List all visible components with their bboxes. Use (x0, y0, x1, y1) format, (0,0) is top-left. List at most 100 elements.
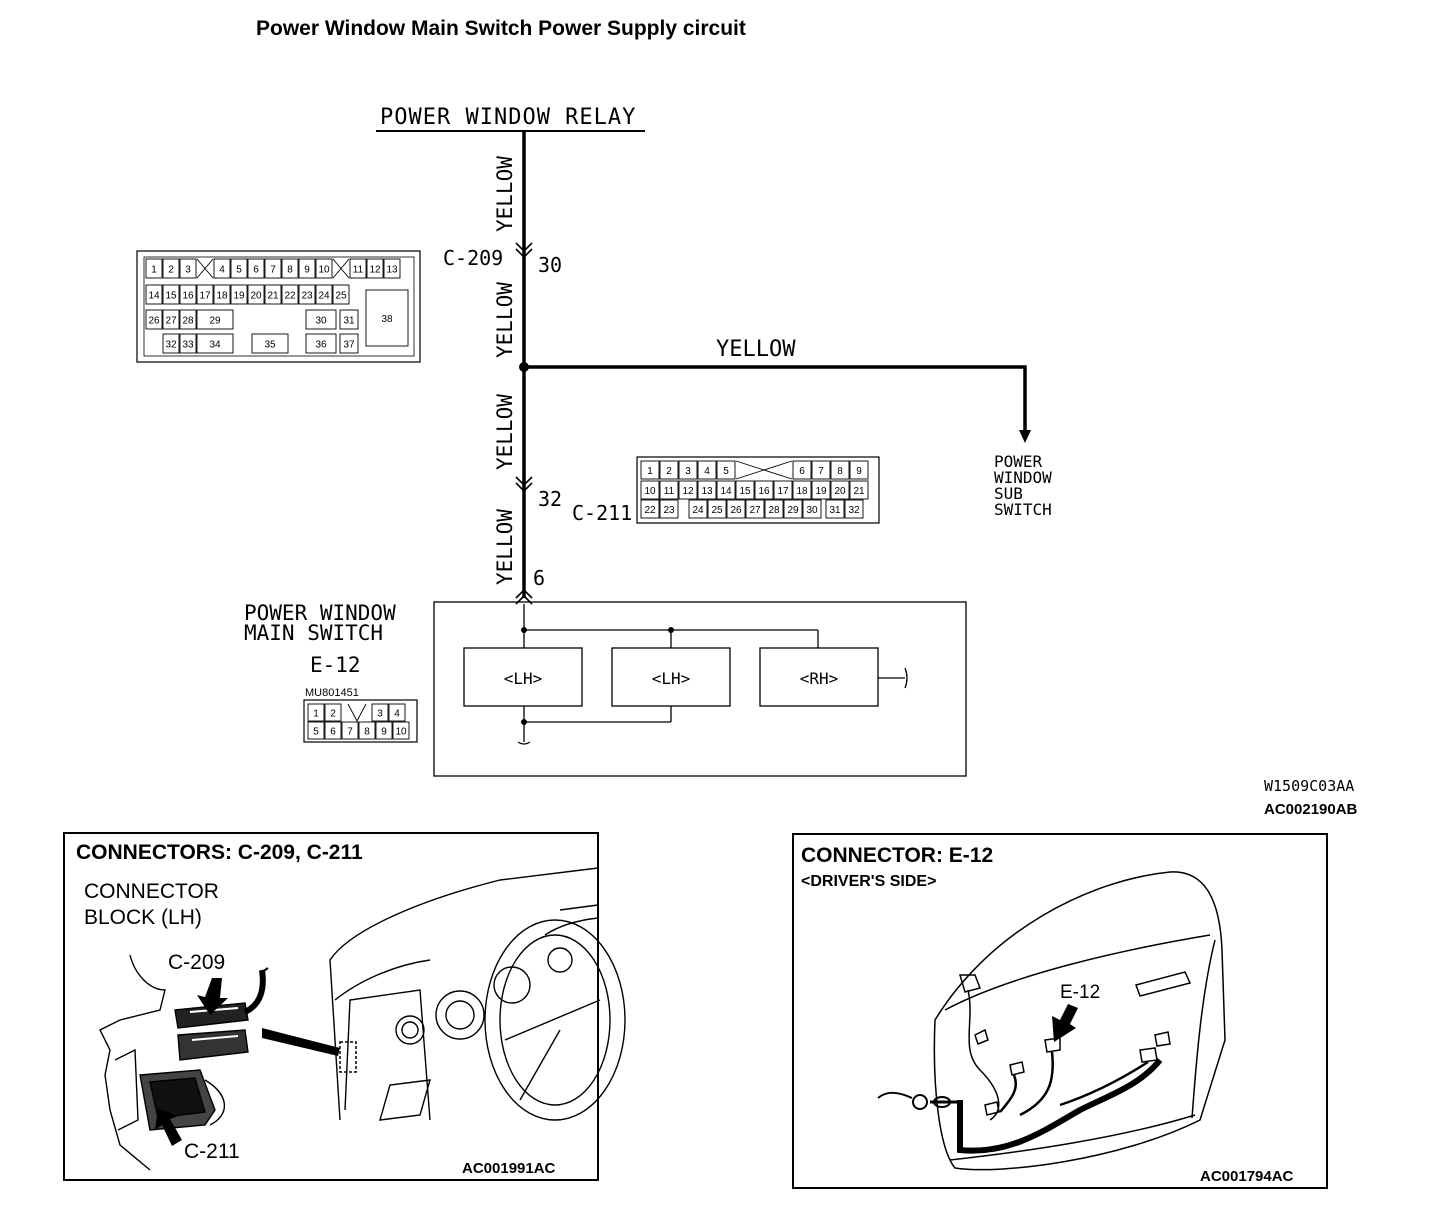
c211-pin-cell (783, 499, 803, 519)
e12-pin-label: 10 (395, 727, 407, 738)
c211-pin-label: 18 (796, 486, 808, 497)
c209-pin-cell (145, 258, 163, 279)
c211-pin-label: 31 (829, 505, 841, 516)
c209-pin-label: 33 (182, 340, 194, 351)
c209-pin-label: 27 (165, 316, 177, 327)
e12-pin-label: 4 (394, 709, 400, 720)
door-illustration (877, 871, 1226, 1171)
c209-pin-label: 20 (250, 291, 262, 302)
c211-pin-label: 20 (834, 486, 846, 497)
c211-pin-label: 32 (848, 505, 860, 516)
c209-pin-cell (162, 333, 180, 354)
c211-pin-cell (678, 480, 698, 500)
c211-pin-label: 25 (711, 505, 723, 516)
c209-pin-label: 25 (335, 291, 347, 302)
c209-pin: 30 (538, 253, 562, 277)
c211-pin-cell (678, 460, 698, 480)
c209-pin-cell (145, 284, 163, 305)
c211-pin-cell (792, 460, 812, 480)
e12-pin-label: 1 (313, 709, 319, 720)
c209-pin-label: 2 (168, 265, 174, 276)
c209-pin-cell (179, 333, 197, 354)
svg-text:POWER: POWER (994, 452, 1043, 471)
c209-pin-cell (213, 284, 231, 305)
c209-pin-cell (247, 284, 265, 305)
c211-pin-cell (697, 480, 717, 500)
c211-pin-label: 15 (739, 486, 751, 497)
panel-left-sub-2: BLOCK (LH) (84, 906, 202, 929)
c211-pin-label: 6 (799, 466, 805, 477)
c209-pin-label: 28 (182, 316, 194, 327)
e12-pin-label: 9 (381, 727, 387, 738)
c209-pin-cell (264, 284, 282, 305)
c211-pin: 32 (538, 487, 562, 511)
c211-pin-cell (830, 480, 850, 500)
c211-pin-label: 26 (730, 505, 742, 516)
e12-pin-label: 2 (330, 709, 336, 720)
branch-wire (524, 365, 1027, 432)
c209-pin-cell (339, 309, 359, 330)
svg-text:<LH>: <LH> (652, 669, 691, 688)
panel-left-c209-label: C-209 (168, 951, 225, 974)
c211-pin-label: 23 (663, 505, 675, 516)
panel-left-frame (63, 832, 599, 1181)
c209-pin-cell (196, 284, 214, 305)
c211-pin-cell (735, 480, 755, 500)
connector-block-illustration (99, 954, 269, 1171)
e12-key-mark (347, 703, 367, 722)
c209-pin-cell (251, 333, 289, 354)
panel-left-sub-1: CONNECTOR (84, 880, 219, 903)
panel-right-sub: <DRIVER'S SIDE> (801, 873, 936, 890)
c211-pin-cell (640, 499, 660, 519)
c209-pin-cell (247, 258, 265, 279)
c211-pin-cell (849, 460, 869, 480)
e12-pin-cell (324, 703, 342, 722)
c211-pin-cell (688, 499, 708, 519)
c211-pin-cell (844, 499, 864, 519)
main-switch-label-2: MAIN SWITCH (244, 621, 383, 645)
e12-label: E-12 (310, 653, 361, 677)
c209-pin-cell (179, 309, 197, 330)
sub-switch-label: POWER WINDOW SUB SWITCH (994, 452, 1052, 519)
c211-pin-label: 13 (701, 486, 713, 497)
internal-junction-3 (521, 719, 527, 725)
switch-rh-box: <RH> (759, 647, 879, 707)
c209-pin-label: 9 (304, 265, 310, 276)
c211-pin-cell (659, 499, 679, 519)
panel-left-code: AC001991AC (462, 1160, 556, 1177)
internal-junction-2 (668, 627, 674, 633)
c209-pin-label: 26 (148, 316, 160, 327)
c211-pin-label: 27 (749, 505, 761, 516)
c211-label: C-211 (572, 501, 632, 525)
c209-pin-cell (162, 284, 180, 305)
c209-pin-label: 19 (233, 291, 245, 302)
c211-pin-cell (707, 499, 727, 519)
c209-pin-label: 23 (301, 291, 313, 302)
e12-pin-cell (358, 721, 376, 740)
c211-pin-label: 30 (806, 505, 818, 516)
c209-pin-cell (281, 258, 299, 279)
c209-connector-symbol (515, 242, 533, 259)
c209-pin-cell (196, 309, 234, 330)
svg-text:SUB: SUB (994, 484, 1023, 503)
e12-pin-cell (388, 703, 406, 722)
c209-pin-label: 32 (165, 340, 177, 351)
c211-pin-cell (792, 480, 812, 500)
main-switch-label-1: POWER WINDOW (244, 601, 396, 625)
c211-pin-cell (849, 480, 869, 500)
c209-pin-cell (305, 309, 337, 330)
c211-pin-label: 9 (856, 466, 862, 477)
e12-pin-label: 6 (330, 727, 336, 738)
c209-pin-label: 10 (318, 265, 330, 276)
e12-pin-label: 8 (364, 727, 370, 738)
c211-pin-label: 24 (692, 505, 704, 516)
main-switch-box (433, 601, 967, 777)
diagram-code-1: W1509C03AA (1264, 777, 1354, 795)
e12-pin-label: 7 (347, 727, 353, 738)
c209-pin-label: 5 (236, 265, 242, 276)
c209-pin-cell (230, 284, 248, 305)
page-title: Power Window Main Switch Power Supply ci… (256, 17, 746, 40)
c211-pin-cell (830, 460, 850, 480)
